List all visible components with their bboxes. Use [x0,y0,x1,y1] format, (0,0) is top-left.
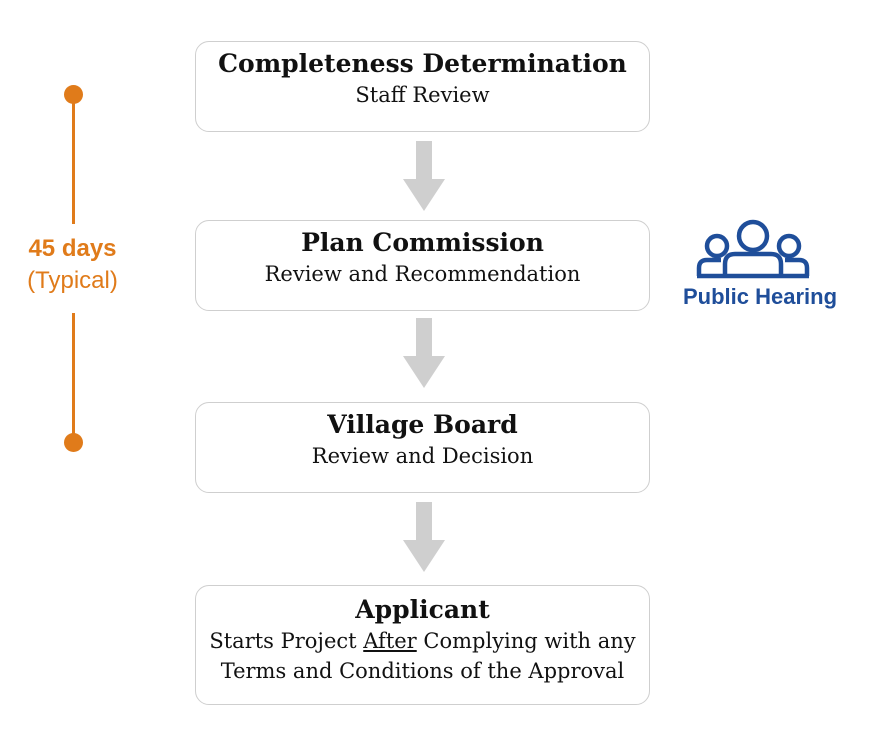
step-applicant: Applicant Starts Project After Complying… [195,585,650,705]
step-subtitle: Staff Review [355,83,490,107]
subtitle-text: Starts Project [209,629,364,653]
step-title: Plan Commission [301,228,544,257]
subtitle-text: Complying with any [416,629,636,653]
step-title: Applicant [355,595,490,624]
timeline-end-dot [64,433,83,452]
down-arrow-icon [403,141,445,211]
step-subtitle: Review and Recommendation [264,262,581,286]
people-group-icon [696,219,810,279]
timeline-line-top [72,94,75,224]
step-plan-commission: Plan Commission Review and Recommendatio… [195,220,650,311]
down-arrow-icon [403,502,445,572]
step-subtitle-line1: Starts Project After Complying with any [196,626,649,656]
down-arrow-icon [403,318,445,388]
step-village-board: Village Board Review and Decision [195,402,650,493]
public-hearing-label: Public Hearing [682,284,838,309]
step-title: Village Board [327,410,518,439]
timeline-line-bottom [72,313,75,443]
emphasis-text: After [363,629,417,653]
timeline-qualifier: (Typical) [27,267,118,294]
timeline-duration: 45 days [28,235,117,262]
step-completeness-determination: Completeness Determination Staff Review [195,41,650,132]
step-subtitle: Review and Decision [311,444,534,468]
step-title: Completeness Determination [218,49,627,78]
step-subtitle-line2: Terms and Conditions of the Approval [220,659,625,683]
